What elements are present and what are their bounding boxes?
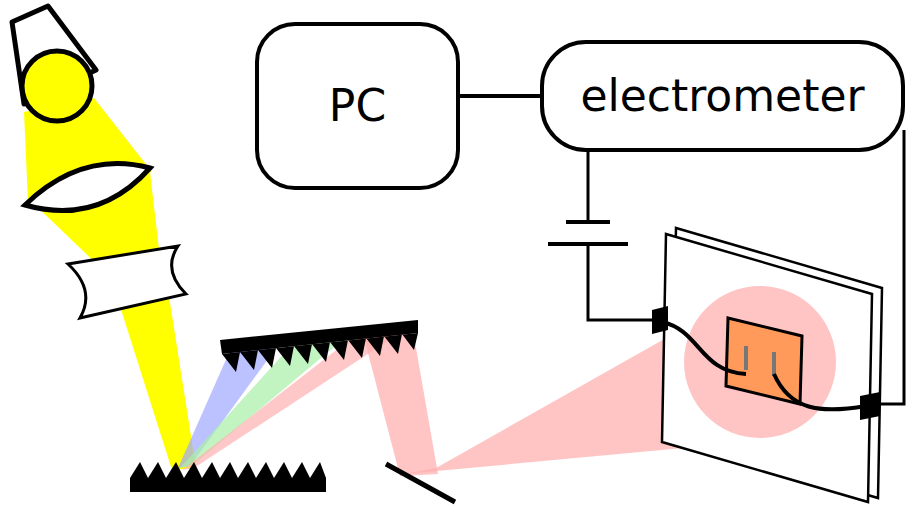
connector [860, 392, 880, 420]
wire [587, 152, 590, 222]
wire [588, 244, 656, 320]
wire [774, 374, 866, 409]
data-cable [460, 96, 540, 97]
wire [878, 130, 904, 404]
connector [652, 306, 668, 334]
diffraction-grating [220, 320, 418, 372]
mirror [386, 464, 455, 502]
lamp-bulb [22, 51, 92, 121]
computer-box: PC [255, 22, 460, 190]
convex-lens [25, 164, 150, 211]
red-beam [362, 325, 438, 476]
box-label: PC [329, 82, 386, 130]
battery-plate [566, 220, 610, 224]
concave-lens [68, 246, 186, 318]
contact [772, 352, 776, 376]
sample [726, 318, 802, 404]
contact [744, 346, 748, 370]
box-label: electrometer [580, 72, 864, 120]
diffraction-grating [130, 462, 326, 492]
electrometer-box: electrometer [540, 40, 905, 152]
light-beam [118, 290, 196, 470]
wire [662, 322, 746, 374]
light-spot [684, 286, 836, 438]
holder-plate [662, 234, 872, 502]
